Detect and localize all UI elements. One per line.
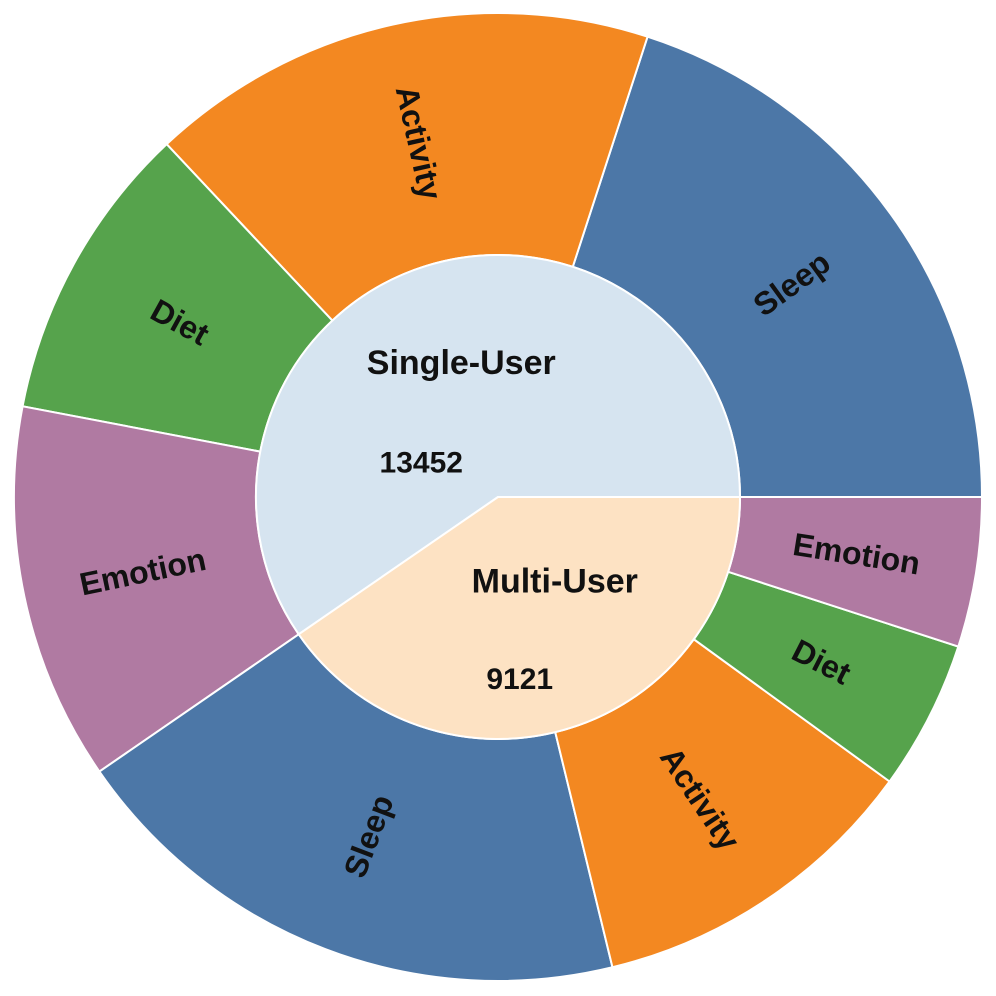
inner-segment-multi-user	[297, 496, 742, 740]
inner-ring	[255, 254, 742, 740]
group-value-multi-user: 9121	[486, 663, 553, 696]
outer-ring	[13, 12, 984, 982]
group-label-multi-user: Multi-User	[472, 562, 638, 600]
inner-segment-single-user	[255, 254, 742, 636]
group-value-single-user: 13452	[380, 447, 463, 480]
group-label-single-user: Single-User	[367, 344, 556, 382]
